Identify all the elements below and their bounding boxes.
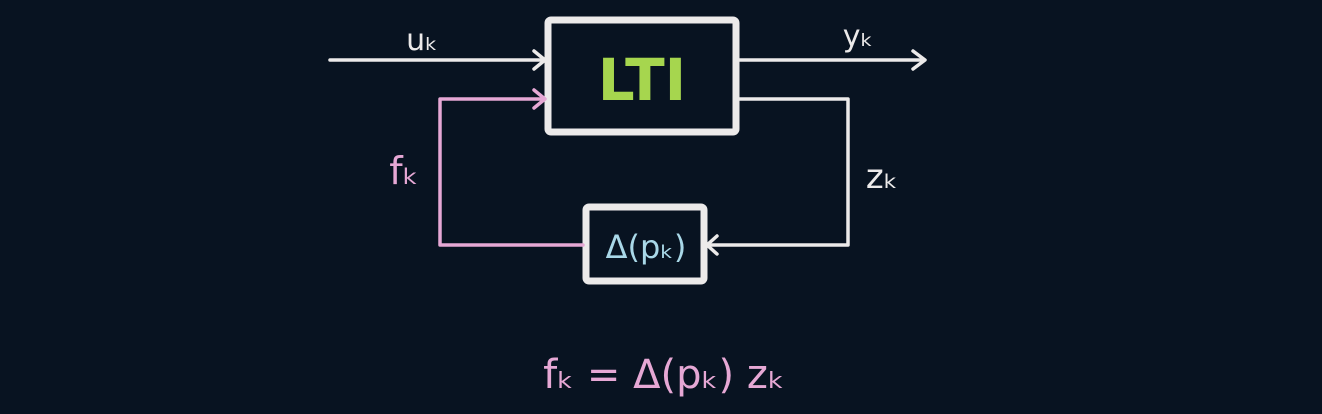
output-arrow: [737, 49, 927, 71]
lti-block: [544, 16, 740, 136]
equation: fₖ = Δ(pₖ) zₖ: [543, 352, 785, 398]
z-signal-path: [705, 97, 850, 256]
input-signal-label: uₖ: [406, 23, 438, 58]
feedback-signal-label: fₖ: [389, 149, 419, 193]
lti-block-label: LTI: [598, 46, 687, 114]
output-signal-label: yₖ: [843, 19, 874, 54]
delta-block: [582, 203, 708, 285]
z-signal-label: zₖ: [866, 157, 898, 197]
delta-block-label: Δ(pₖ): [606, 228, 687, 266]
feedback-signal-path: [438, 88, 585, 247]
